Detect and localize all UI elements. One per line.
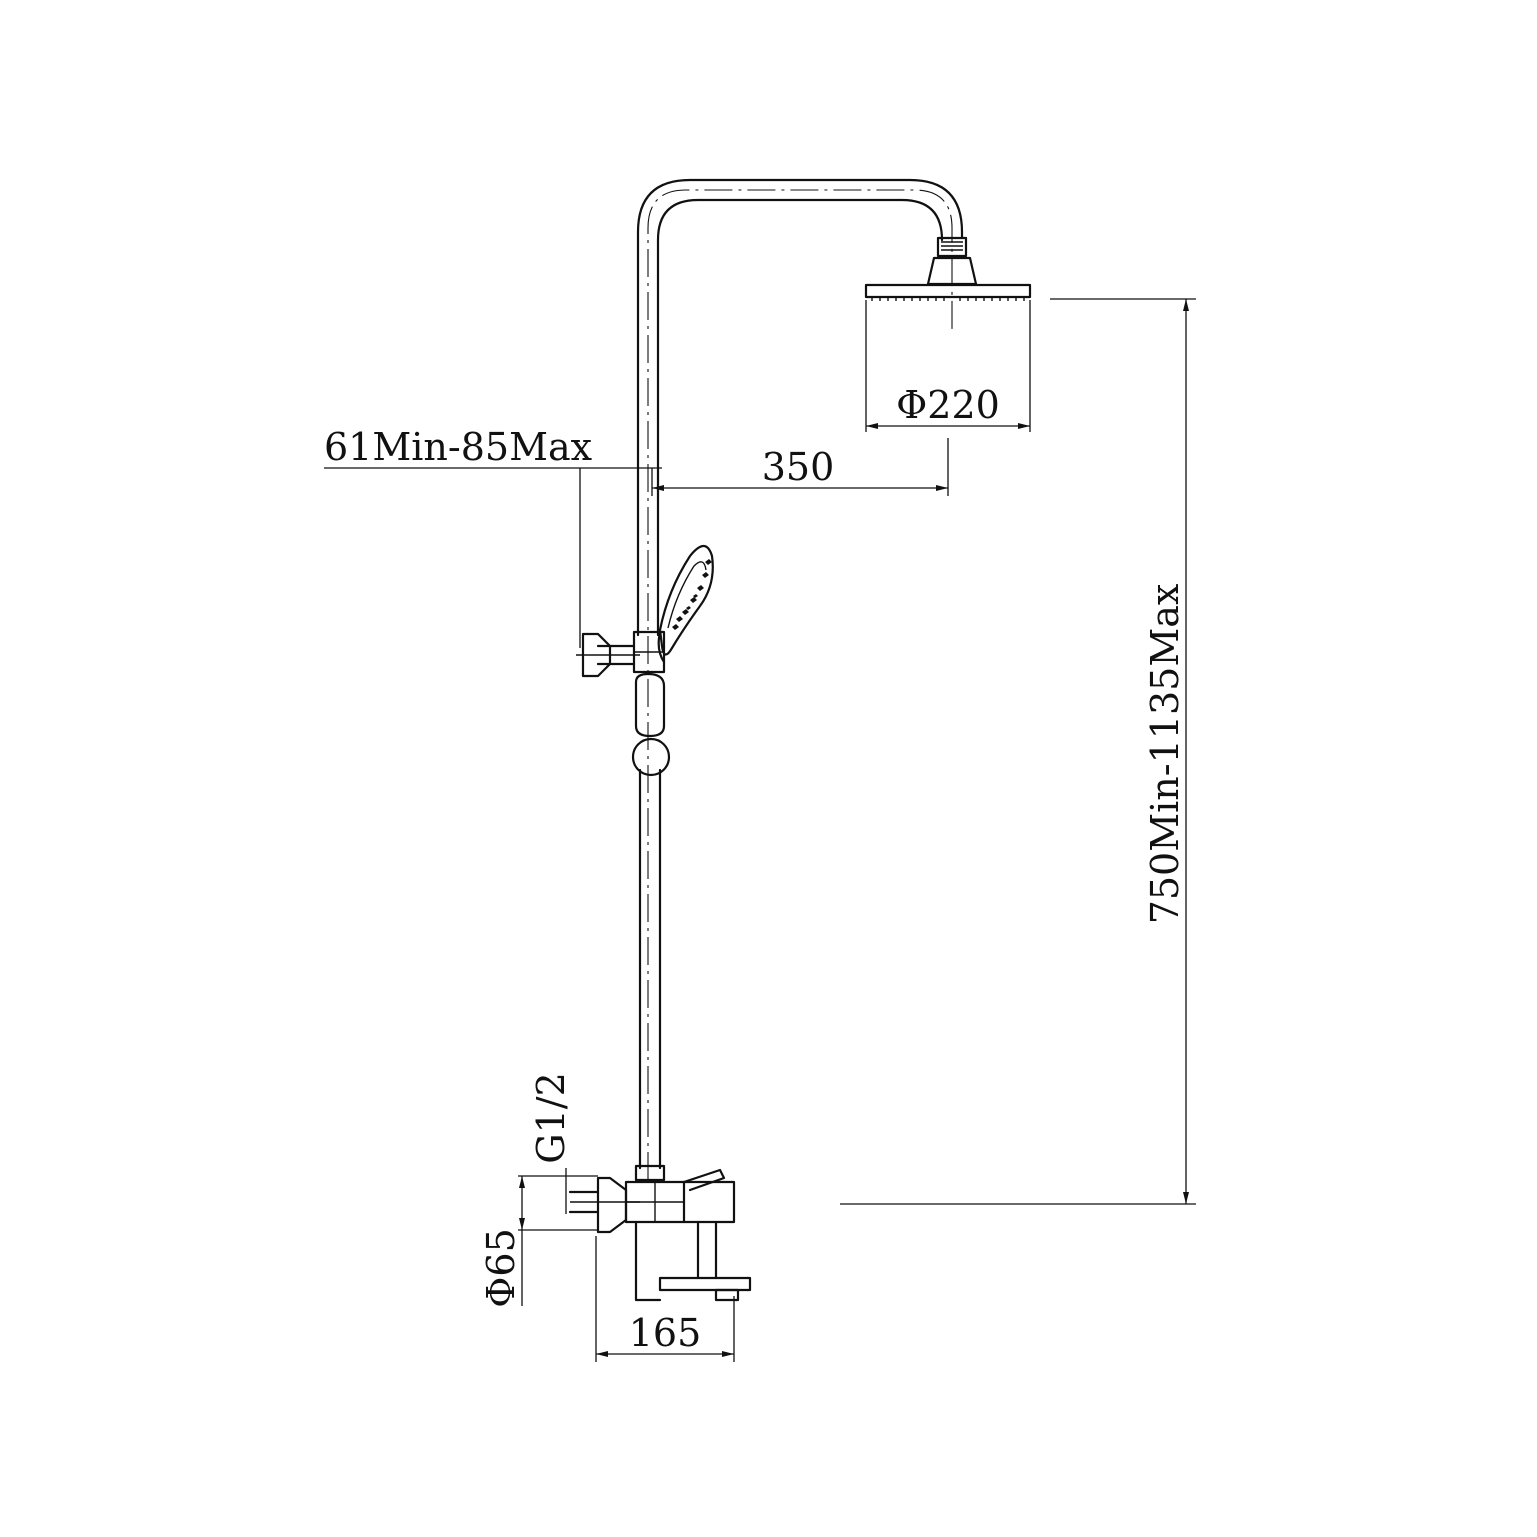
dim-total-height-label: 750Min-1135Max — [1143, 584, 1187, 925]
dim-head-projection: 350 — [651, 438, 949, 496]
dim-inlet-thread-label: G1/2 — [529, 1072, 573, 1164]
dim-mixer-depth: 165 — [595, 1236, 735, 1362]
overhead-shower-head — [864, 236, 1032, 301]
dim-total-height: 750Min-1135Max — [840, 298, 1196, 1205]
dim-flange-diameter-label: Φ65 — [479, 1228, 523, 1308]
shower-riser-pipe — [634, 178, 964, 1182]
hand-shower-assembly — [576, 544, 714, 777]
dim-mixer-depth-label: 165 — [629, 1311, 702, 1355]
dim-head-diameter: Φ220 — [865, 300, 1031, 432]
dim-head-projection-label: 350 — [762, 445, 835, 489]
dim-wall-offset: 61Min-85Max — [324, 425, 662, 648]
dim-flange-diameter: Φ65 — [479, 1175, 598, 1308]
dim-head-diameter-label: Φ220 — [896, 383, 1000, 427]
dim-wall-offset-label: 61Min-85Max — [324, 425, 592, 469]
dim-inlet-thread: G1/2 — [529, 1072, 573, 1214]
bath-mixer — [568, 1168, 752, 1302]
